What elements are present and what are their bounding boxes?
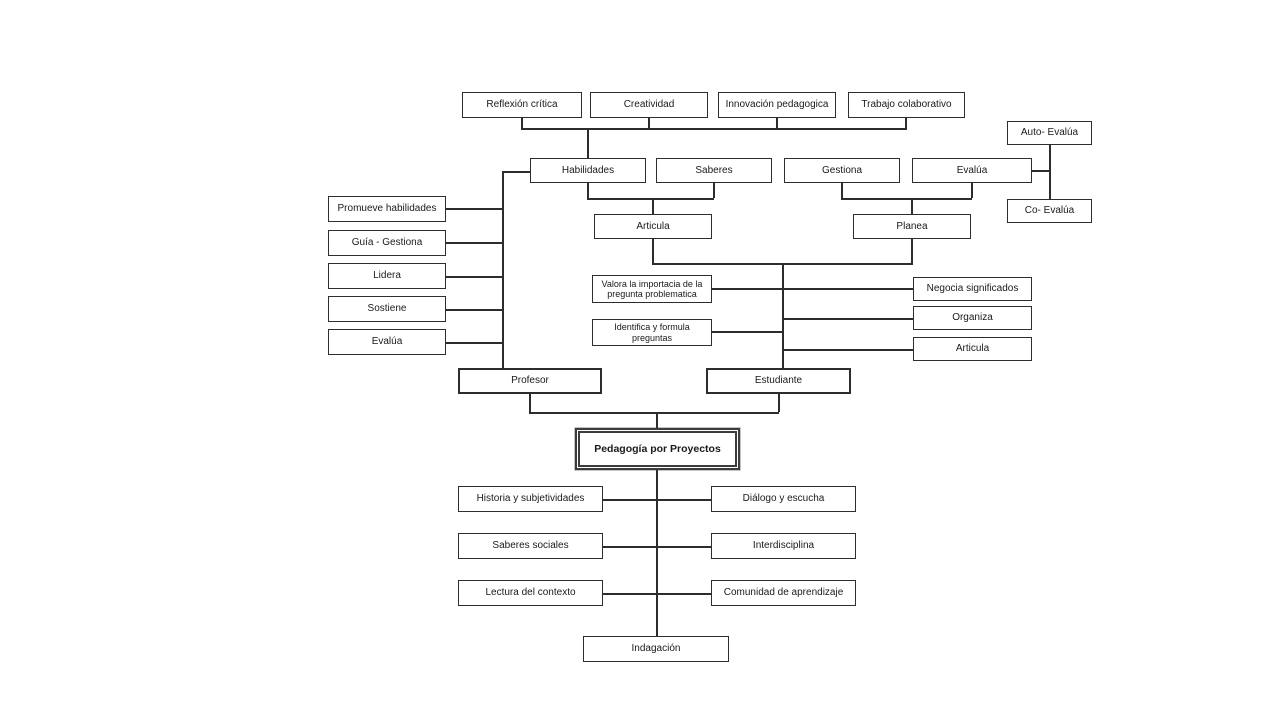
node-lidera: Lidera [328,263,446,289]
node-evalua-left: Evalúa [328,329,446,355]
connector [446,242,502,244]
node-saberes-sociales: Saberes sociales [458,533,603,559]
connector [603,593,711,595]
connector [446,276,502,278]
connector [841,198,972,200]
connector [603,499,711,501]
connector [782,349,913,351]
node-comunidad-aprendizaje: Comunidad de aprendizaje [711,580,856,606]
connector [905,118,907,128]
node-valora-pregunta: Valora la importacia de la pregunta prob… [592,275,712,303]
connector [656,470,658,636]
connector [778,394,780,412]
node-historia-subjetividades: Historia y subjetividades [458,486,603,512]
connector [587,128,589,158]
node-estudiante: Estudiante [706,368,851,394]
connector [841,183,843,198]
connector [648,118,650,128]
connector [656,412,658,428]
node-sostiene: Sostiene [328,296,446,322]
node-promueve-habilidades: Promueve habilidades [328,196,446,222]
connector [446,208,502,210]
connector [446,342,502,344]
connector [603,546,711,548]
connector [521,118,523,128]
connector [712,288,913,290]
connector [521,128,907,130]
node-saberes: Saberes [656,158,772,183]
connector [971,183,973,198]
node-negocia-significados: Negocia significados [913,277,1032,301]
node-reflexion-critica: Reflexión crítica [462,92,582,118]
connector [713,183,715,198]
connector [911,198,913,214]
connector [1049,145,1051,199]
node-articula-right: Articula [913,337,1032,361]
node-innovacion-pedagogica: Innovación pedagogica [718,92,836,118]
connector [782,263,784,368]
connector [587,183,589,198]
connector [911,239,913,263]
node-identifica-preguntas: Identifica y formula preguntas [592,319,712,346]
node-habilidades: Habilidades [530,158,646,183]
node-organiza: Organiza [913,306,1032,330]
connector [529,394,531,412]
node-evalua-row: Evalúa [912,158,1032,183]
connector [502,171,530,173]
node-guia-gestiona: Guía - Gestiona [328,230,446,256]
connector [529,412,779,414]
node-articula-mid: Articula [594,214,712,239]
node-pedagogia-por-proyectos: Pedagogía por Proyectos [575,428,740,470]
node-interdisciplina: Interdisciplina [711,533,856,559]
node-dialogo-escucha: Diálogo y escucha [711,486,856,512]
connector [446,309,502,311]
node-gestiona: Gestiona [784,158,900,183]
node-planea: Planea [853,214,971,239]
connector [712,331,783,333]
connector [587,198,714,200]
connector [1032,170,1050,172]
node-creatividad: Creatividad [590,92,708,118]
connector [502,171,504,368]
node-profesor: Profesor [458,368,602,394]
node-lectura-contexto: Lectura del contexto [458,580,603,606]
connector [776,118,778,128]
node-trabajo-colaborativo: Trabajo colaborativo [848,92,965,118]
node-auto-evalua: Auto- Evalúa [1007,121,1092,145]
connector [652,198,654,214]
node-co-evalua: Co- Evalúa [1007,199,1092,223]
connector [782,318,913,320]
node-indagacion: Indagación [583,636,729,662]
connector [652,239,654,263]
